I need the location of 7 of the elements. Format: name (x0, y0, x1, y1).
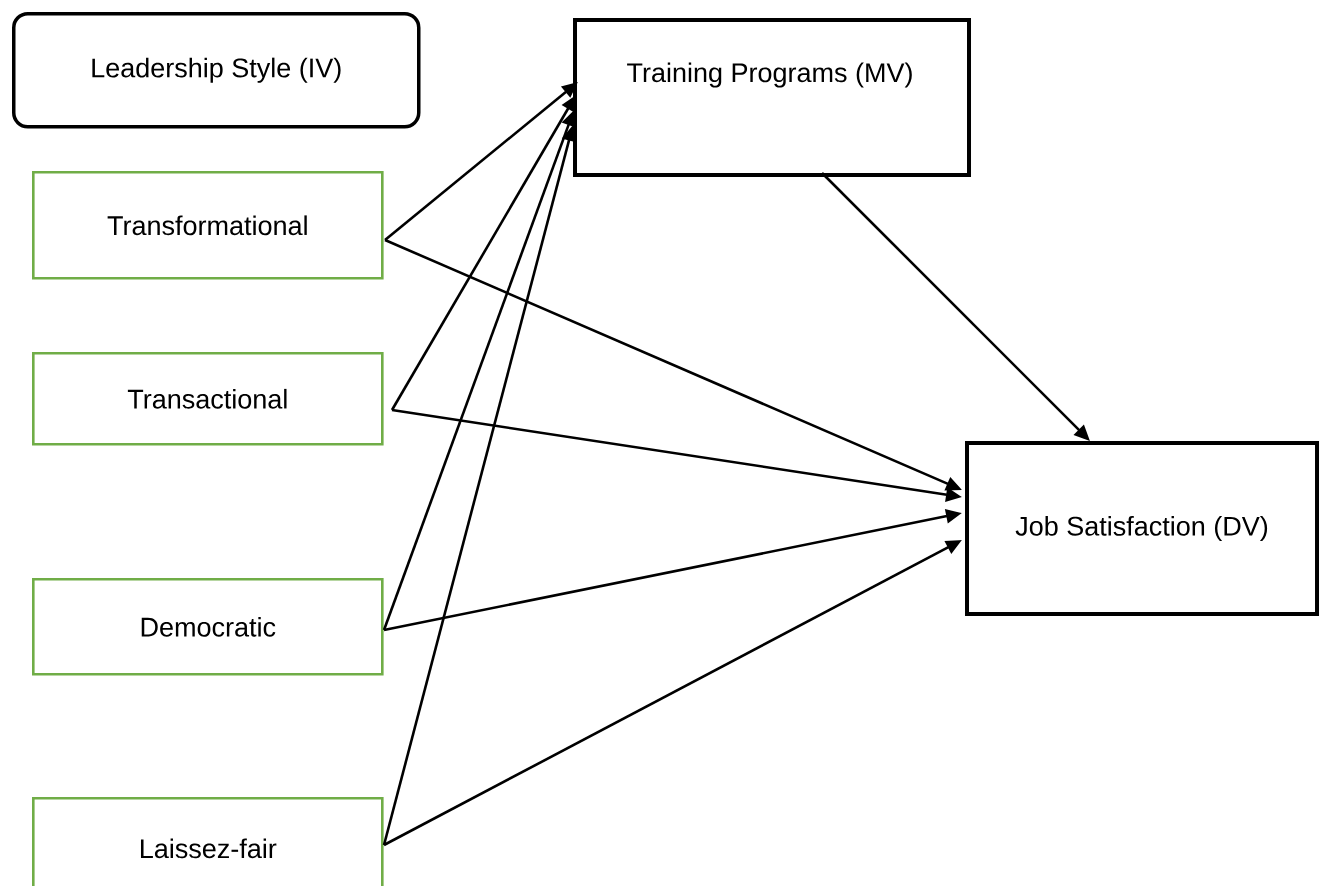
heading-box: Leadership Style (IV) (12, 12, 421, 129)
style-box: Laissez-fair (32, 797, 384, 886)
style-box: Democratic (32, 578, 384, 676)
variable-box: Job Satisfaction (DV) (965, 441, 1319, 616)
variable-box: Training Programs (MV) (573, 18, 971, 177)
style-box: Transactional (32, 352, 384, 446)
style-box: Transformational (32, 171, 384, 280)
